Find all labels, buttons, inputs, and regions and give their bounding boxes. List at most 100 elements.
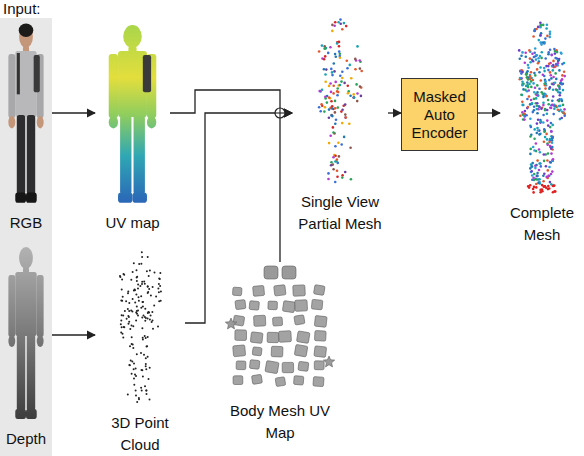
mesh-point xyxy=(530,170,533,173)
mesh-point xyxy=(133,363,135,365)
mesh-point xyxy=(360,70,363,73)
uv-patch xyxy=(282,301,295,313)
uv-patch xyxy=(311,299,323,310)
mesh-point xyxy=(127,292,129,294)
mesh-point xyxy=(337,21,340,24)
uv-patch xyxy=(249,360,259,370)
mesh-point xyxy=(551,146,554,149)
mesh-point xyxy=(120,299,122,301)
mesh-point xyxy=(522,83,525,86)
mesh-point xyxy=(349,64,352,67)
mesh-point xyxy=(537,57,540,60)
mesh-point xyxy=(137,287,139,289)
mesh-point xyxy=(551,124,554,127)
mesh-point xyxy=(341,174,344,177)
mesh-point xyxy=(147,256,149,258)
mesh-point xyxy=(533,72,536,75)
mesh-point xyxy=(336,169,339,172)
mesh-point xyxy=(120,323,122,325)
mesh-point xyxy=(343,136,346,139)
mesh-point xyxy=(329,135,332,138)
mesh-point xyxy=(132,325,134,327)
mesh-point xyxy=(546,112,549,115)
mesh-point xyxy=(148,288,150,290)
mesh-point xyxy=(344,171,347,174)
mesh-point xyxy=(127,308,129,310)
mesh-point xyxy=(526,81,529,84)
mesh-point xyxy=(123,274,125,276)
uv-patch xyxy=(293,285,306,296)
uv-patch xyxy=(314,315,327,327)
mesh-point xyxy=(529,184,532,187)
mesh-point xyxy=(346,67,349,70)
mesh-point xyxy=(532,60,535,63)
mesh-point xyxy=(331,74,334,77)
mesh-point xyxy=(536,84,539,87)
mesh-point xyxy=(536,159,539,162)
mesh-point xyxy=(535,97,538,100)
uv-patch xyxy=(265,361,279,374)
uv-patch xyxy=(267,332,279,342)
mesh-point xyxy=(332,92,335,95)
mesh-point xyxy=(557,84,560,87)
mesh-point xyxy=(324,55,327,58)
mesh-point xyxy=(532,177,535,180)
body-part xyxy=(109,54,118,118)
mesh-point xyxy=(129,364,131,366)
mesh-point xyxy=(141,390,143,392)
mesh-point xyxy=(123,326,125,328)
mesh-point xyxy=(327,172,330,175)
mesh-point xyxy=(141,283,143,285)
mesh-point xyxy=(537,119,540,122)
body-part xyxy=(15,272,36,336)
mesh-point xyxy=(347,92,350,95)
mesh-point xyxy=(530,103,533,106)
mesh-point xyxy=(336,94,339,97)
mesh-point xyxy=(543,130,546,133)
mesh-point xyxy=(542,185,545,188)
mesh-point xyxy=(339,18,342,21)
mesh-point xyxy=(558,105,561,108)
mesh-point xyxy=(318,106,321,109)
mesh-point xyxy=(548,141,551,144)
junction-cross xyxy=(279,108,280,118)
mesh-point xyxy=(563,71,566,74)
mesh-point xyxy=(521,94,524,97)
mesh-point xyxy=(333,132,336,135)
mesh-point xyxy=(141,369,143,371)
mesh-point xyxy=(132,271,134,273)
mesh-point xyxy=(547,69,550,72)
mesh-point xyxy=(520,93,523,96)
mesh-point xyxy=(141,256,143,258)
mesh-point xyxy=(530,71,533,74)
mesh-point xyxy=(562,112,565,115)
mesh-point xyxy=(344,116,347,119)
body-part xyxy=(27,334,35,411)
mesh-point xyxy=(526,70,529,73)
uv-patch xyxy=(250,332,263,344)
body-part xyxy=(118,51,147,117)
mesh-point xyxy=(557,90,560,93)
mesh-point xyxy=(129,345,131,347)
mesh-point xyxy=(343,22,346,25)
junction-circle xyxy=(275,108,285,118)
mesh-point xyxy=(333,70,336,73)
mesh-point xyxy=(534,47,537,50)
mesh-point xyxy=(529,61,532,64)
mesh-point xyxy=(532,188,535,191)
mesh-point xyxy=(552,135,555,138)
mesh-point xyxy=(540,43,543,46)
mesh-point xyxy=(126,318,128,320)
mesh-point xyxy=(535,54,538,57)
mesh-point xyxy=(340,80,343,83)
mesh-point xyxy=(331,115,334,118)
mesh-point xyxy=(328,117,331,120)
mesh-point xyxy=(158,291,160,293)
mesh-point xyxy=(542,180,545,183)
mesh-point xyxy=(538,169,541,172)
mesh-point xyxy=(528,49,531,52)
mesh-point xyxy=(562,111,565,114)
mesh-point xyxy=(548,187,551,190)
mesh-point xyxy=(550,122,553,125)
